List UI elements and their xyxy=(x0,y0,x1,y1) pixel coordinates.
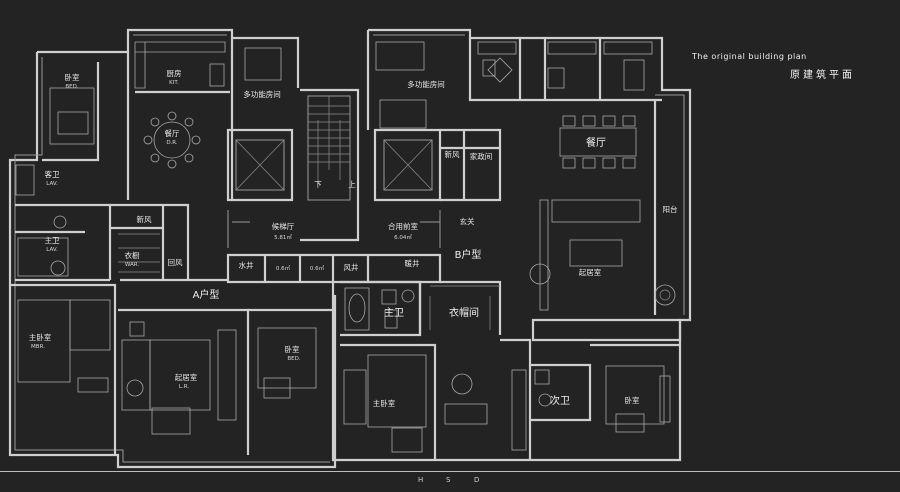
label-stair-down: 下 xyxy=(314,180,322,189)
label-wardrobe-a-en: WAR. xyxy=(125,262,140,268)
label-wardrobe-a: 衣橱 xyxy=(125,250,140,260)
stair xyxy=(307,95,351,201)
label-lobby: 候梯厅 xyxy=(272,221,295,231)
title-english: The original building plan xyxy=(692,52,807,61)
label-stair-up: 上 xyxy=(348,180,356,189)
label-front-room-area: 6.04㎡ xyxy=(394,233,412,241)
label-multi-b: 多功能房间 xyxy=(407,79,445,89)
label-entry: 玄关 xyxy=(460,216,475,226)
label-kitchen-a-en: KIT. xyxy=(169,80,179,86)
label-wind-well: 风井 xyxy=(344,262,359,272)
footer-h: H xyxy=(418,476,424,484)
elevator-left xyxy=(235,139,285,191)
label-bed-a2-en: BED. xyxy=(287,356,300,362)
label-second-bath: 次卫 xyxy=(550,394,570,407)
label-guest-bath-en: LAV. xyxy=(46,181,58,187)
walls-b-unit xyxy=(331,28,692,462)
label-dining-b: 餐厅 xyxy=(586,136,606,149)
label-cloakroom: 衣帽间 xyxy=(449,306,479,319)
label-bed-a: 卧室 xyxy=(65,72,80,82)
label-guest-bath: 客卫 xyxy=(45,169,60,179)
label-bed-a2: 卧室 xyxy=(285,344,300,354)
label-living-a: 起居室 xyxy=(175,372,198,382)
label-lobby-area: 5.81㎡ xyxy=(274,233,292,241)
label-master-bath-a-en: LAV. xyxy=(46,247,58,253)
label-kitchen-a: 厨房 xyxy=(167,68,182,78)
walls-a-unit xyxy=(8,28,337,469)
label-bed-b: 卧室 xyxy=(625,395,640,405)
label-master-bath-a: 主卫 xyxy=(45,235,60,245)
footer-s: S xyxy=(446,476,451,484)
label-living-b: 起居室 xyxy=(579,267,602,277)
label-dining-a-en: D.R. xyxy=(166,140,178,146)
label-xinfeng-a: 新风 xyxy=(137,214,152,224)
label-master-bed-a-en: MBR. xyxy=(31,344,45,350)
label-xinfeng-b: 新风 xyxy=(445,149,460,159)
room-labels: 卧室 BED. 厨房 KIT. 多功能房间 餐厅 D.R. 客卫 LAV. 主卫… xyxy=(29,68,678,408)
label-chores: 家政间 xyxy=(470,151,493,161)
footer-d: D xyxy=(474,476,480,484)
walls-core xyxy=(226,88,442,284)
title-chinese: 原建筑平面 xyxy=(790,70,855,81)
label-master-bath-b: 主卫 xyxy=(384,307,404,319)
label-shaft-1: 0.6㎡ xyxy=(276,264,291,272)
furniture-b xyxy=(343,41,676,453)
label-balcony: 阳台 xyxy=(663,204,678,214)
label-multi-a: 多功能房间 xyxy=(243,89,281,99)
label-front-room: 合用前室 xyxy=(388,221,418,231)
label-water-well: 水井 xyxy=(239,260,254,270)
label-master-bed-a: 主卧室 xyxy=(29,332,52,342)
elevator-right xyxy=(383,139,433,191)
label-unit-a: A户型 xyxy=(193,288,220,301)
footer-divider xyxy=(0,471,900,472)
label-huifeng: 回风 xyxy=(168,258,183,267)
furniture-a xyxy=(15,41,317,435)
label-unit-b: B户型 xyxy=(455,248,482,261)
label-bed-a-en: BED. xyxy=(65,84,78,90)
label-master-bed-b: 主卧室 xyxy=(373,398,396,408)
label-dining-a: 餐厅 xyxy=(165,129,180,138)
label-heat-well: 暖井 xyxy=(405,258,420,268)
label-living-a-en: L.R. xyxy=(179,384,189,390)
label-shaft-2: 0.6㎡ xyxy=(310,264,325,272)
